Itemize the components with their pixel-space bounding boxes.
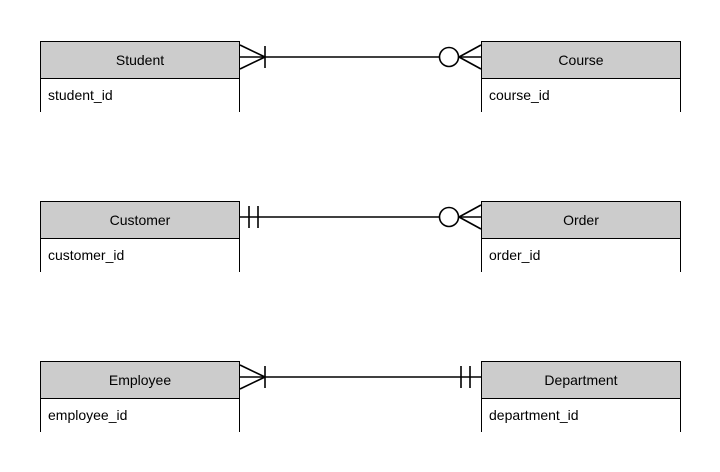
entity-employee-name: Employee	[41, 362, 239, 399]
entity-employee-attribute: employee_id	[41, 399, 239, 432]
entity-order-name: Order	[482, 202, 680, 239]
entity-customer-name: Customer	[41, 202, 239, 239]
cardinality-marker-exactly-one-left	[248, 206, 259, 228]
entity-course-name: Course	[482, 42, 680, 79]
entity-department-name: Department	[482, 362, 680, 399]
connector-student-course	[230, 41, 490, 114]
cardinality-marker-one-or-many-left	[239, 44, 266, 70]
entity-order[interactable]: Order order_id	[481, 201, 681, 272]
entity-department-attribute: department_id	[482, 399, 680, 432]
entity-department[interactable]: Department department_id	[481, 361, 681, 432]
connector-employee-department	[230, 361, 490, 434]
cardinality-marker-zero-or-many-right	[438, 204, 482, 230]
cardinality-marker-one-or-many-left	[239, 364, 266, 390]
entity-student-attribute: student_id	[41, 79, 239, 112]
entity-student[interactable]: Student student_id	[40, 41, 240, 112]
entity-customer-attribute: customer_id	[41, 239, 239, 272]
relationship-customer-order: Customer customer_id	[0, 201, 720, 274]
entity-student-name: Student	[41, 42, 239, 79]
connector-customer-order	[230, 201, 490, 274]
cardinality-marker-exactly-one-right	[460, 366, 471, 388]
cardinality-marker-zero-or-many-right	[438, 44, 482, 70]
relationship-employee-department: Employee employee_id	[0, 361, 720, 434]
entity-course-attribute: course_id	[482, 79, 680, 112]
entity-customer[interactable]: Customer customer_id	[40, 201, 240, 272]
entity-employee[interactable]: Employee employee_id	[40, 361, 240, 432]
entity-course[interactable]: Course course_id	[481, 41, 681, 112]
relationship-student-course: Student student_id	[0, 41, 720, 114]
entity-order-attribute: order_id	[482, 239, 680, 272]
